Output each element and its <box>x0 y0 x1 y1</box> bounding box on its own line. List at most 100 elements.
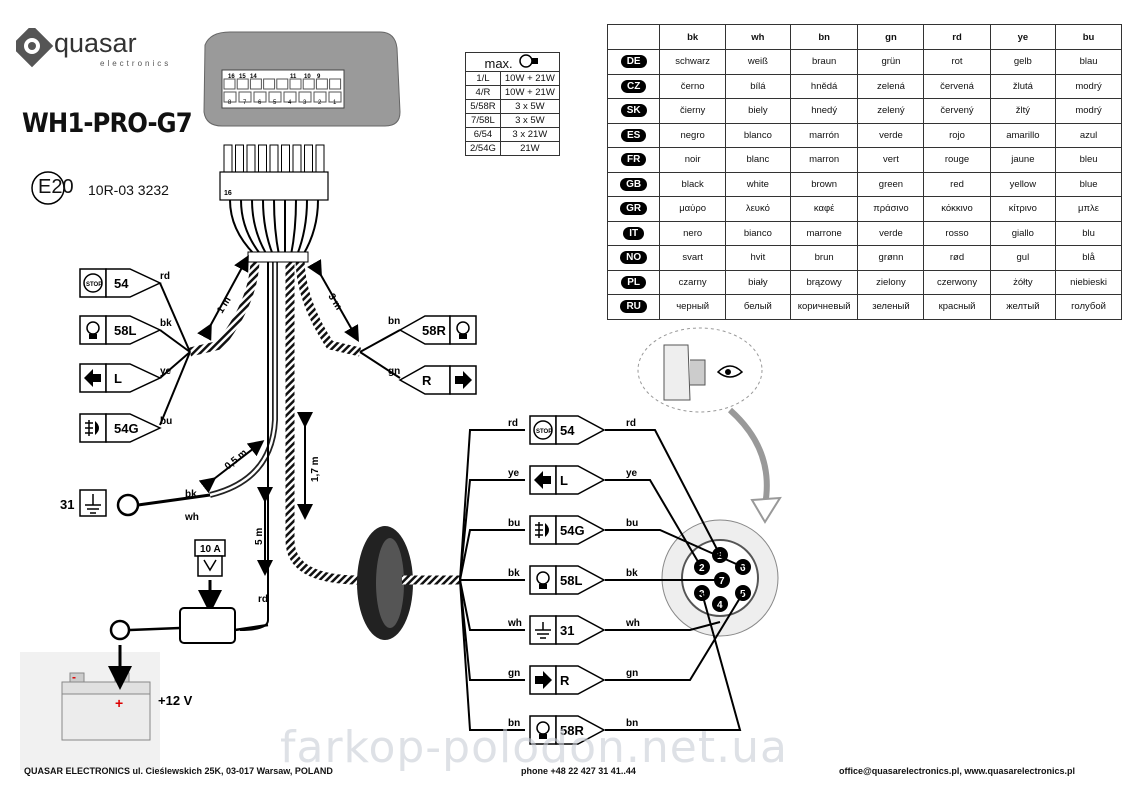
color-cell: желтый <box>989 294 1057 320</box>
color-cell: braun <box>789 49 859 75</box>
color-cell: hnedý <box>789 98 859 124</box>
color-cell: azul <box>1055 122 1122 148</box>
wire-color: bu <box>160 416 172 427</box>
lamp-icon <box>456 321 470 335</box>
socket-row-id: 54 <box>560 423 575 438</box>
color-cell: красный <box>923 294 991 320</box>
wire-color-left: gn <box>508 668 520 679</box>
view-direction-bubble <box>637 327 782 524</box>
color-cell: blau <box>1055 49 1122 75</box>
fuse-wire-color: rd <box>258 594 268 605</box>
language-badge: ES <box>620 128 647 142</box>
approval-mark: E20 10R-03 3232 <box>31 171 169 205</box>
plug-pin <box>246 144 256 174</box>
connector-cell <box>249 78 262 90</box>
color-cell: μαύρο <box>659 196 726 222</box>
connector-pin-number: 10 <box>304 74 311 80</box>
connector-pin-number: 4 <box>288 100 292 106</box>
left-splits <box>159 282 401 426</box>
footer-contact: office@quasarelectronics.pl, www.quasare… <box>839 766 1076 776</box>
connector-cell <box>263 78 276 90</box>
plug-pin-label: 16 <box>224 190 232 197</box>
wire <box>296 199 308 256</box>
color-header-wh: wh <box>724 24 791 50</box>
wire <box>273 199 280 256</box>
color-cell: rot <box>923 49 991 75</box>
color-cell: marrone <box>789 220 859 246</box>
socket-pin-number: 7 <box>719 576 725 587</box>
language-badge: CZ <box>620 79 647 93</box>
connector-pin-number: 14 <box>250 74 257 80</box>
color-cell: marron <box>789 147 859 173</box>
connector-cell <box>253 91 267 103</box>
brand-logo: quasar electronics <box>10 24 191 75</box>
language-badge: RU <box>620 300 647 314</box>
footer-phone: phone +48 22 427 31 41..44 <box>521 766 636 776</box>
color-header-bn: bn <box>789 24 859 50</box>
language-badge: PL <box>621 275 647 289</box>
wire <box>229 199 256 256</box>
color-header-bk: bk <box>659 24 726 50</box>
socket-pin-number: 6 <box>740 563 746 574</box>
socket-row-id: 58L <box>560 573 582 588</box>
arrow-right-icon <box>535 671 552 689</box>
ring-terminal-icon <box>116 493 140 517</box>
stop-icon-label: STOP <box>536 429 552 435</box>
color-cell: gelb <box>989 49 1057 75</box>
color-cell: czerwony <box>923 269 991 295</box>
connector-cell <box>223 91 237 103</box>
language-badge: IT <box>623 226 645 240</box>
color-cell: jaune <box>989 147 1057 173</box>
connector-plug: 16 <box>219 144 329 256</box>
language-badge: SK <box>620 104 647 118</box>
connector-pin-number: 15 <box>239 74 246 80</box>
language-badge: GR <box>620 202 648 216</box>
connector-cell <box>276 78 289 90</box>
lamp-icon <box>536 571 550 585</box>
color-cell: zielony <box>857 269 925 295</box>
socket-pin: 2 <box>694 559 710 575</box>
color-cell: žltý <box>989 98 1057 124</box>
connector-pin-number: 8 <box>228 100 232 106</box>
wire-color-left: bu <box>508 518 520 529</box>
color-cell: red <box>923 171 991 197</box>
battery-terminal-icon <box>109 619 131 641</box>
lamp-id: L <box>114 371 122 386</box>
language-badge: FR <box>620 153 647 167</box>
wire <box>262 199 274 256</box>
arrow-right-icon <box>455 371 472 389</box>
color-cell: zelený <box>857 98 925 124</box>
color-cell: gul <box>989 245 1057 271</box>
plug-pin <box>304 144 313 174</box>
wire <box>290 199 297 256</box>
wire-color-left: bk <box>508 568 520 579</box>
language-badge: DE <box>620 55 647 69</box>
connector-pin-number: 5 <box>273 100 277 106</box>
ground-icon <box>85 494 101 514</box>
connector-pin-number: 7 <box>243 100 247 106</box>
color-cell: schwarz <box>659 49 726 75</box>
arrow-left-icon <box>84 369 101 387</box>
connector-cell <box>328 91 342 103</box>
connector-pin-number: 16 <box>228 74 235 80</box>
connector-cell <box>315 78 328 90</box>
plug-pin <box>292 144 302 174</box>
wire-color: bk <box>160 318 172 329</box>
color-cell: červený <box>923 98 991 124</box>
color-cell: biały <box>724 269 791 295</box>
wire-color-right: bn <box>626 718 638 729</box>
quasar-logo-icon <box>10 24 54 68</box>
wire-color-left: rd <box>508 418 518 429</box>
connector-cell <box>268 91 282 103</box>
